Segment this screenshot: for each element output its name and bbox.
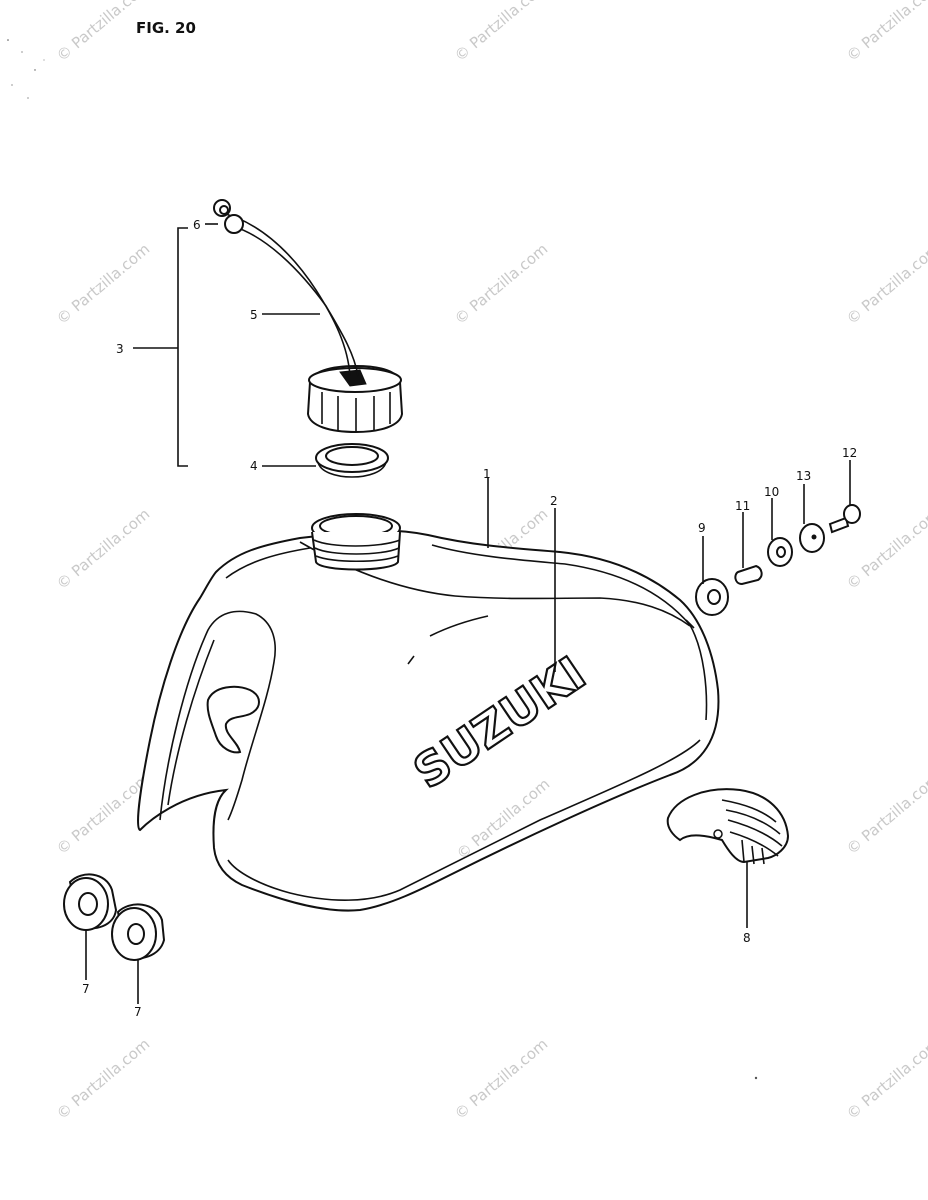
callout-12: 12: [842, 446, 857, 460]
callouts: 1 2 3 4 5 6 7 7 8 9 10 11 12 13: [82, 218, 857, 1019]
fuel-tank: [137, 529, 720, 912]
rear-cushion: [666, 788, 790, 865]
fuel-cap: [306, 364, 404, 434]
callout-8: 8: [743, 931, 751, 945]
watermark: © Partzilla.com: [53, 1035, 153, 1123]
callout-6: 6: [193, 218, 201, 232]
watermark: © Partzilla.com: [53, 505, 153, 593]
collar-11: [734, 564, 763, 586]
watermark: © Partzilla.com: [451, 240, 551, 328]
leader-lines: [85, 223, 851, 1004]
figure-label: FIG. 20: [136, 19, 196, 37]
callout-10: 10: [764, 485, 779, 499]
callout-13: 13: [796, 469, 811, 483]
callout-1: 1: [483, 467, 491, 481]
callout-5: 5: [250, 308, 258, 322]
watermark: © Partzilla.com: [451, 0, 551, 65]
cushion-9: [695, 578, 729, 616]
watermark: © Partzilla.com: [843, 770, 928, 858]
watermark: © Partzilla.com: [53, 240, 153, 328]
callout-7: 7: [82, 982, 90, 996]
breather-hose: [217, 211, 359, 377]
bolt-12: [828, 504, 861, 534]
callout-3: 3: [116, 342, 124, 356]
callout-2: 2: [550, 494, 558, 508]
callout-9: 9: [698, 521, 706, 535]
callout-4: 4: [250, 459, 258, 473]
rubber-cushion-2: [111, 903, 166, 961]
cap-gasket: [315, 443, 389, 478]
callout-7: 7: [134, 1005, 142, 1019]
rubber-cushion-1: [63, 873, 118, 931]
watermark: © Partzilla.com: [843, 1035, 928, 1123]
watermark: © Partzilla.com: [843, 0, 928, 65]
scan-speckle: [7, 39, 758, 1080]
callout-11: 11: [735, 499, 750, 513]
filler-neck: [311, 513, 401, 571]
hose-fitting: [213, 199, 244, 234]
washer-13: [799, 523, 825, 553]
watermark: © Partzilla.com: [451, 1035, 551, 1123]
watermark: © Partzilla.com: [843, 240, 928, 328]
cushion-10: [767, 537, 793, 567]
